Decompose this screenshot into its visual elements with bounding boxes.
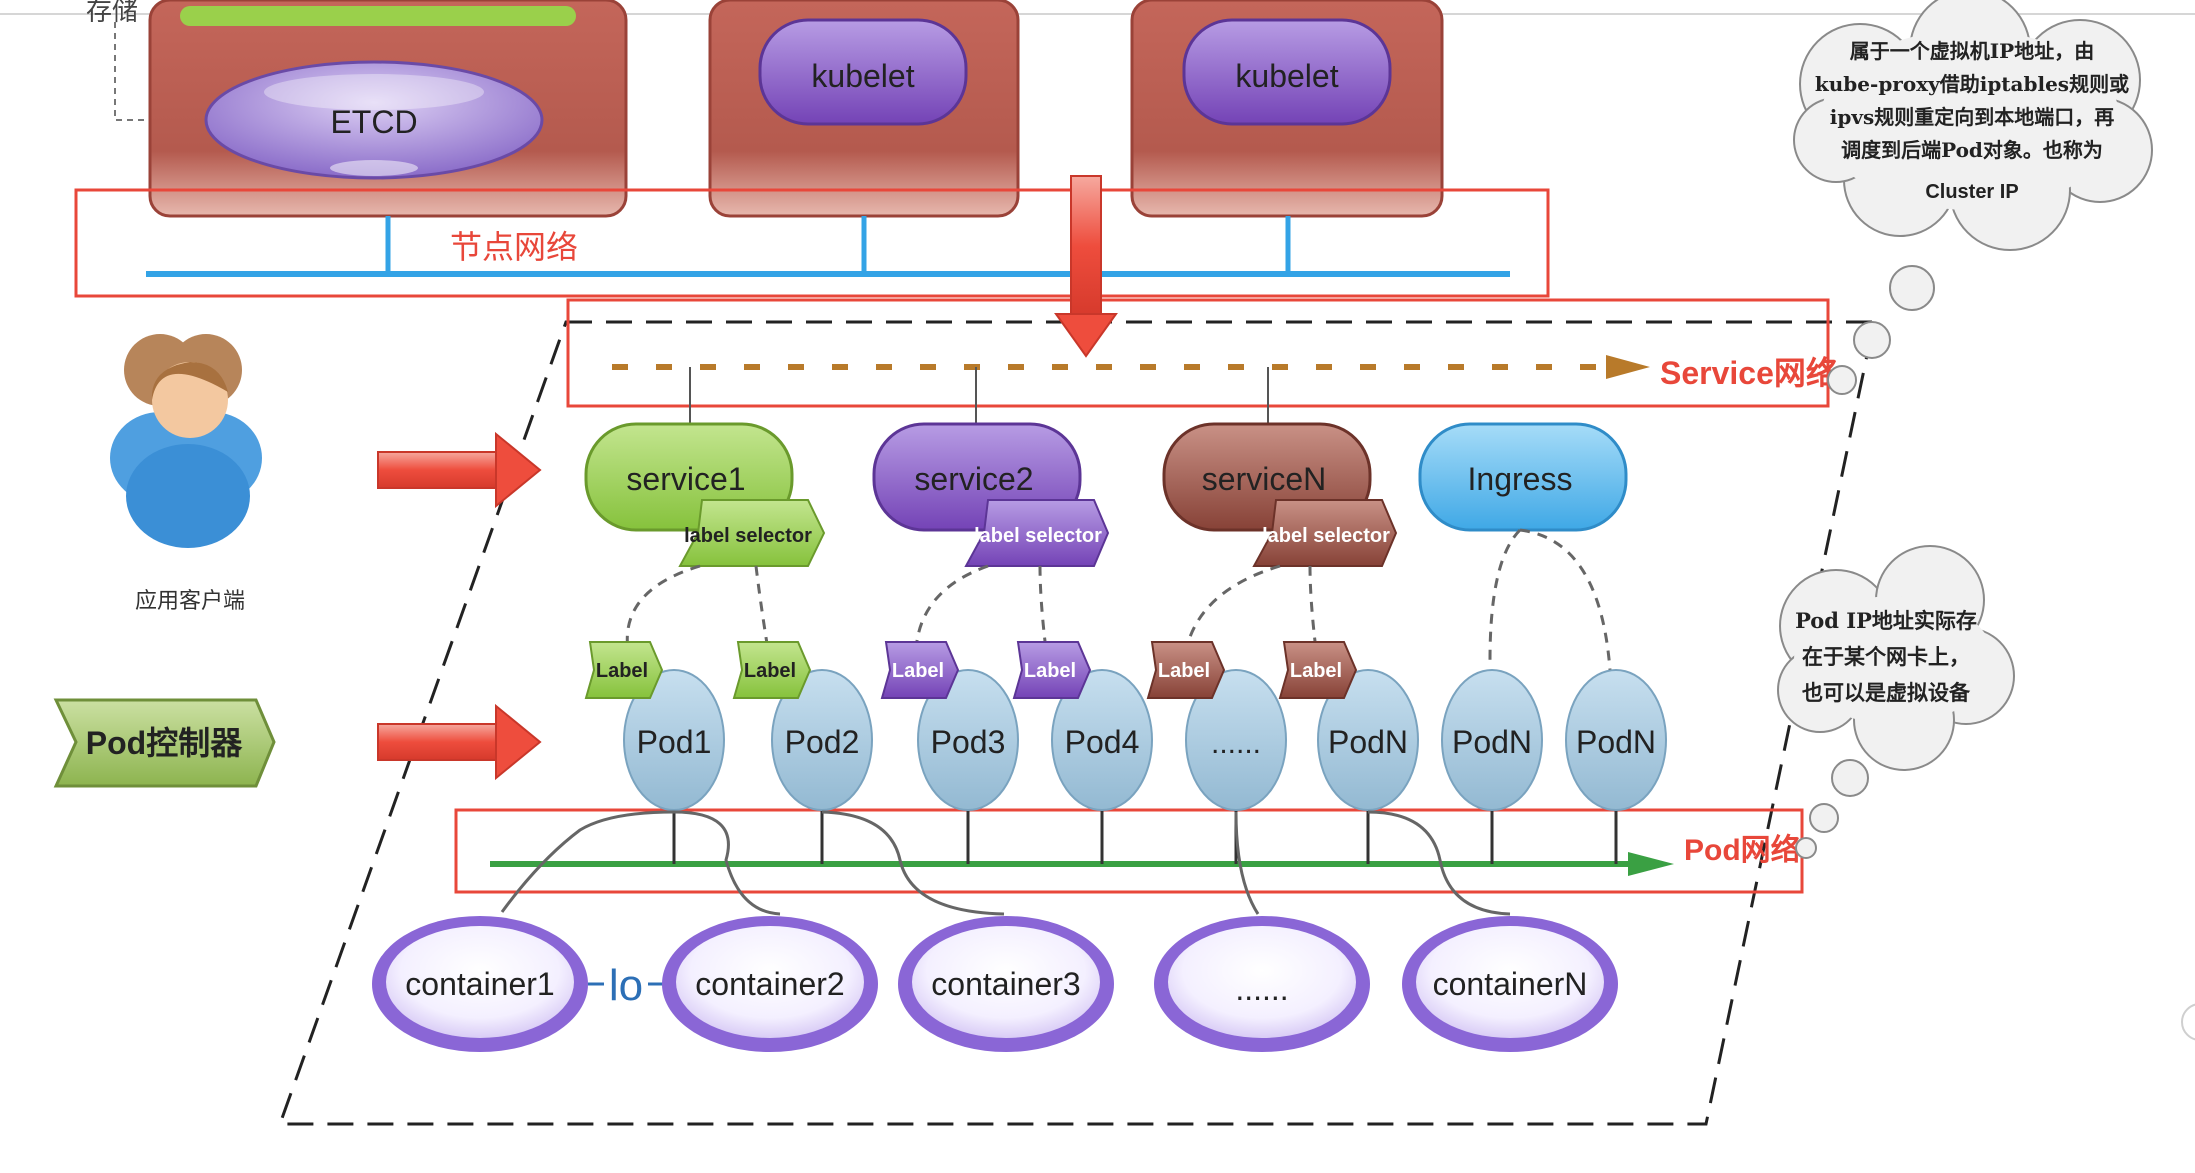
node-network-frame <box>74 188 1550 298</box>
container-1-label: container1 <box>405 966 554 1002</box>
service2-selector-label: label selector <box>974 525 1102 547</box>
container-3: container3 <box>898 916 1114 1052</box>
controller-arrow <box>377 703 542 781</box>
container-2: container2 <box>662 916 878 1052</box>
service1: service1 label selector <box>584 422 826 567</box>
pod-7-label: PodN <box>1452 724 1532 760</box>
pod-label-4: Label <box>1024 660 1076 682</box>
pod-label-tag-4: Label <box>1012 641 1092 699</box>
pod-controller-label: Pod控制器 <box>86 725 243 761</box>
pod-7: PodN <box>1441 669 1543 811</box>
pod-ip-cloud: Pod IP地址实际存 在于某个网卡上， 也可以是虚拟设备 <box>1777 545 2015 859</box>
pod-label-6: Label <box>1290 660 1342 682</box>
master-node: ETCD <box>148 0 628 218</box>
cloud-top-line-3: ipvs规则重定向到本地端口，再 <box>1830 105 2114 129</box>
container-2-label: container2 <box>695 966 844 1002</box>
pod-label-5: Label <box>1158 660 1210 682</box>
pod-controller-shape <box>53 698 276 788</box>
pod-label-tag-2: Label <box>732 641 812 699</box>
client-label: 应用客户端 <box>135 589 245 614</box>
kubelet-label-1: kubelet <box>811 58 914 94</box>
cloud-bottom-line-3: 也可以是虚拟设备 <box>1802 680 1971 705</box>
pod-label-2: Label <box>744 660 796 682</box>
pod-8: PodN <box>1565 669 1667 811</box>
pod-label-tag-6: Label <box>1278 641 1358 699</box>
pod-2-label: Pod2 <box>785 724 860 760</box>
pod-8-label: PodN <box>1576 724 1656 760</box>
serviceN-selector-tag <box>1252 499 1398 567</box>
serviceN-selector-label: label selector <box>1262 525 1390 547</box>
pod-label-1: Label <box>596 660 648 682</box>
service-network-frame <box>566 298 1830 408</box>
container-4: ...... <box>1154 916 1370 1052</box>
etcd-label: ETCD <box>330 104 417 140</box>
service2-label: service2 <box>914 461 1033 497</box>
container-n: containerN <box>1402 916 1618 1052</box>
pod-1-label: Pod1 <box>637 724 712 760</box>
pod-6-label: PodN <box>1328 724 1408 760</box>
cloud-bottom-line-1: Pod IP地址实际存 <box>1795 608 1977 633</box>
storage-clipped-text: 存储 <box>86 0 138 27</box>
pod-5: ...... <box>1185 669 1287 811</box>
kubelet-label-2: kubelet <box>1235 58 1338 94</box>
cloud-top-line-1: 属于一个虚拟机IP地址，由 <box>1850 39 2094 63</box>
selector-dashed-links <box>625 528 1612 671</box>
pod-2: Pod2 <box>771 669 873 811</box>
pod-4: Pod4 <box>1051 669 1153 811</box>
node-network-label: 节点网络 <box>450 228 578 266</box>
node-to-service-arrow <box>1054 175 1118 358</box>
service1-selector-label: label selector <box>684 525 812 547</box>
pod-network-ticks <box>672 808 1618 864</box>
service1-label: service1 <box>626 461 745 497</box>
cluster-ip-cloud: 属于一个虚拟机IP地址，由 kube-proxy借助iptables规则或 ip… <box>1793 0 2153 395</box>
container-3-label: container3 <box>931 966 1080 1002</box>
pod-3: Pod3 <box>917 669 1019 811</box>
service-network-arrowhead <box>1606 355 1650 379</box>
worker-node-2: kubelet <box>1130 0 1444 218</box>
pod-5-label: ...... <box>1211 727 1261 760</box>
container-n-label: containerN <box>1433 966 1588 1002</box>
service2: service2 label selector <box>872 422 1110 567</box>
pod-4-label: Pod4 <box>1065 724 1140 760</box>
service2-selector-tag <box>964 499 1110 567</box>
container-4-label: ...... <box>1235 971 1288 1007</box>
pod-network-label: Pod网络 <box>1684 833 1801 867</box>
cloud-bottom-line-2: 在于某个网卡上， <box>1802 644 1970 669</box>
pod-network-arrowhead <box>1628 852 1674 876</box>
cluster-dashed-region <box>277 320 1876 1126</box>
kubelet-component-1 <box>758 18 968 126</box>
pod-1: Pod1 <box>623 669 725 811</box>
serviceN: serviceN label selector <box>1162 422 1398 567</box>
container-1: container1 <box>372 916 588 1052</box>
edge-scroll-handle <box>2181 1003 2195 1041</box>
pod-label-tag-5: Label <box>1146 641 1226 699</box>
service-network-label: Service网络 <box>1660 355 1838 391</box>
etcd-component <box>204 60 544 180</box>
pod-label-tag-1: Label <box>584 641 664 699</box>
pod-label-tag-3: Label <box>880 641 960 699</box>
worker-node-1: kubelet <box>708 0 1020 218</box>
serviceN-label: serviceN <box>1202 461 1326 497</box>
client-arrow <box>377 431 542 509</box>
client-users-icon <box>110 334 262 548</box>
cloud-top-line-2: kube-proxy借助iptables规则或 <box>1815 72 2129 96</box>
cloud-top-line-5: Cluster IP <box>1925 181 2018 203</box>
ingress: Ingress <box>1418 422 1628 532</box>
pod-network-frame <box>454 808 1804 894</box>
loopback-label: lo <box>609 961 643 1010</box>
pod-container-links <box>500 810 1511 916</box>
pod-3-label: Pod3 <box>931 724 1006 760</box>
pod-6: PodN <box>1317 669 1419 811</box>
service1-selector-tag <box>678 499 826 567</box>
ingress-label: Ingress <box>1468 461 1573 497</box>
pod-label-3: Label <box>892 660 944 682</box>
green-component-bar <box>180 6 576 26</box>
kubelet-component-2 <box>1182 18 1392 126</box>
cloud-top-line-4: 调度到后端Pod对象。也称为 <box>1841 138 2103 162</box>
